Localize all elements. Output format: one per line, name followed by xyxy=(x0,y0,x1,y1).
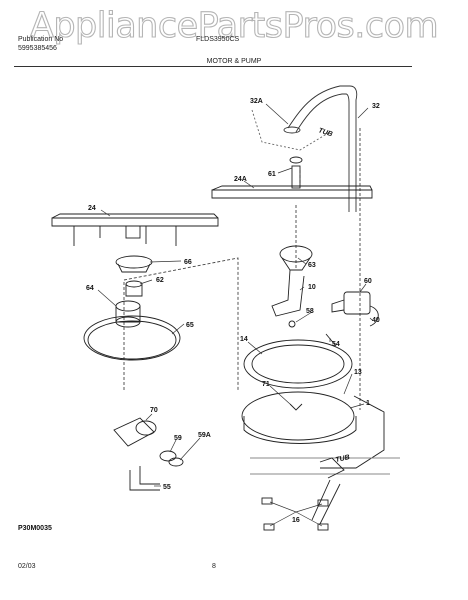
tub-label-lower: TUB xyxy=(335,454,351,464)
header-divider xyxy=(14,66,412,67)
callout-62: 62 xyxy=(156,277,164,284)
footer-date: 02/03 xyxy=(18,563,36,570)
circulation-motor-part xyxy=(113,417,157,447)
feed-tube-part xyxy=(251,85,358,212)
tub-label-upper: TUB xyxy=(317,127,333,138)
upper-spray-arm-part xyxy=(211,156,373,199)
callout-60: 60 xyxy=(364,278,372,285)
assembly-dashed-lines xyxy=(123,128,361,410)
seal-59 xyxy=(159,450,177,462)
callout-54: 54 xyxy=(332,341,340,348)
sump-assembly-part xyxy=(241,339,385,469)
model-number: FLDS3950CS xyxy=(196,36,240,43)
callout-24a: 24A xyxy=(234,176,247,183)
callout-40: 40 xyxy=(372,317,380,324)
tub-lower-part xyxy=(250,457,400,531)
callout-32: 32 xyxy=(372,103,380,110)
seal-59a xyxy=(168,457,184,467)
publication-label: Publication No xyxy=(18,36,64,43)
lower-spray-arm-part xyxy=(51,213,219,246)
callout-32a: 32A xyxy=(250,98,263,105)
callout-70: 70 xyxy=(150,407,158,414)
bracket-55 xyxy=(129,470,160,491)
site-watermark: AppliancePartsPros.com xyxy=(29,5,439,46)
footer-page-number: 8 xyxy=(212,563,216,570)
callout-64: 64 xyxy=(86,285,94,292)
callout-71: 71 xyxy=(262,381,270,388)
pump-housing-part xyxy=(271,245,313,317)
callout-16: 16 xyxy=(292,517,300,524)
callout-59: 59 xyxy=(174,435,182,442)
callout-59a: 59A xyxy=(198,432,211,439)
callout-10: 10 xyxy=(308,284,316,291)
callout-1: 1 xyxy=(366,400,370,407)
callout-58: 58 xyxy=(306,308,314,315)
drain-motor-part xyxy=(331,291,379,327)
bracket-55-inner xyxy=(139,466,160,485)
filter-ring-part xyxy=(83,315,181,361)
callout-13: 13 xyxy=(354,369,362,376)
callout-55: 55 xyxy=(163,484,171,491)
part-54-hose xyxy=(325,333,337,347)
diagram-code: P30M0035 xyxy=(18,525,52,532)
dashed-guide-left xyxy=(123,257,239,390)
filter-ring-inner xyxy=(87,320,177,360)
part-71 xyxy=(289,403,303,411)
sump-gasket-13 xyxy=(241,391,355,441)
impeller-part xyxy=(115,300,141,328)
tube-fitting-32a xyxy=(283,126,301,134)
leader-lines xyxy=(97,103,373,527)
callout-65: 65 xyxy=(186,322,194,329)
section-title: MOTOR & PUMP xyxy=(206,58,262,65)
part-58-clip xyxy=(288,320,296,328)
callout-24: 24 xyxy=(88,205,96,212)
callout-61: 61 xyxy=(268,171,276,178)
callout-66: 66 xyxy=(184,259,192,266)
callout-14: 14 xyxy=(240,336,248,343)
part-number: 5995385456 xyxy=(18,45,57,52)
callout-63: 63 xyxy=(308,262,316,269)
